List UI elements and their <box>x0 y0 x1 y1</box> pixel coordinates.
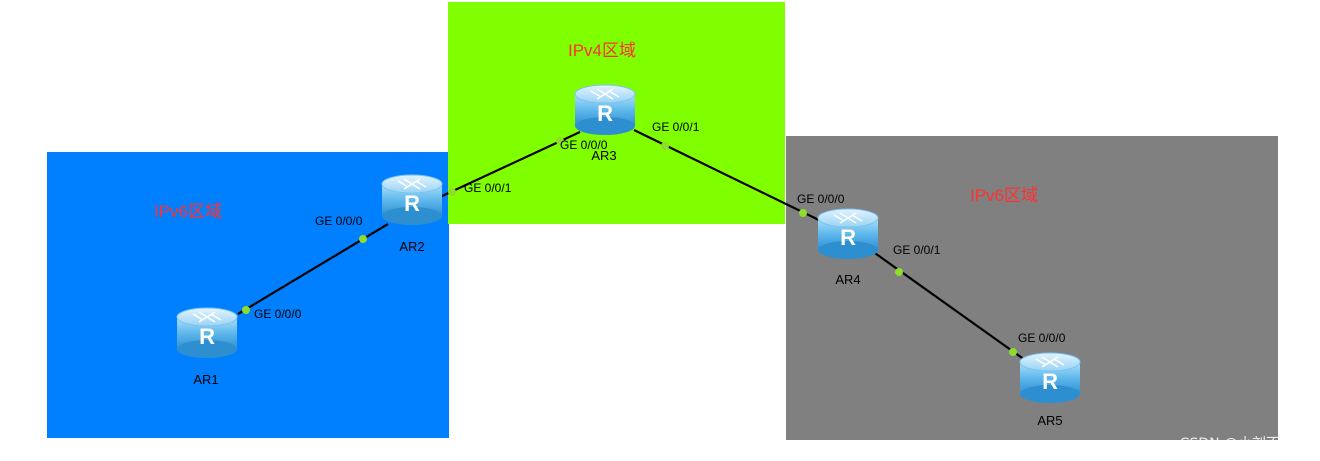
iface-label-ar4-g000: GE 0/0/0 <box>797 192 845 206</box>
zone-label-ipv6-left: IPv6区域 <box>154 202 222 221</box>
port-dot-ar1-g000 <box>242 306 250 314</box>
router-ar4[interactable]: R <box>817 208 879 260</box>
port-dot-ar4-g001 <box>895 268 903 276</box>
router-name-ar3: AR3 <box>591 148 616 163</box>
router-glyph: R <box>597 101 613 126</box>
router-glyph: R <box>1042 369 1058 394</box>
iface-label-ar4-g001: GE 0/0/1 <box>893 243 941 257</box>
port-dot-ar3-g001 <box>661 142 669 150</box>
router-name-ar2: AR2 <box>399 239 424 254</box>
zone-label-ipv6-right: IPv6区域 <box>970 186 1038 205</box>
iface-label-ar2-g001: GE 0/0/1 <box>464 181 512 195</box>
router-name-ar5: AR5 <box>1037 413 1062 428</box>
port-dot-ar3-g000 <box>556 137 564 145</box>
router-ar5[interactable]: R <box>1019 352 1081 404</box>
port-dot-ar2-g001 <box>448 188 456 196</box>
zone-label-ipv4: IPv4区域 <box>568 41 636 60</box>
port-dot-ar4-g000 <box>799 209 807 217</box>
port-dot-ar5-g000 <box>1009 348 1017 356</box>
router-ar2[interactable]: R <box>381 174 443 226</box>
iface-label-ar1-g000: GE 0/0/0 <box>254 307 302 321</box>
iface-label-ar3-g001: GE 0/0/1 <box>652 120 700 134</box>
iface-label-ar3-g000: GE 0/0/0 <box>560 138 608 152</box>
router-name-ar1: AR1 <box>193 372 218 387</box>
router-glyph: R <box>840 225 856 250</box>
watermark: CSDN @小刘不忙！ <box>1179 436 1308 452</box>
router-name-ar4: AR4 <box>835 272 860 287</box>
iface-label-ar5-g000: GE 0/0/0 <box>1018 331 1066 345</box>
router-glyph: R <box>404 191 420 216</box>
iface-label-ar2-g000: GE 0/0/0 <box>315 214 363 228</box>
router-ar1[interactable]: R <box>176 307 238 359</box>
port-dot-ar2-g000 <box>359 235 367 243</box>
router-glyph: R <box>199 324 215 349</box>
router-ar3[interactable]: R <box>574 84 636 136</box>
